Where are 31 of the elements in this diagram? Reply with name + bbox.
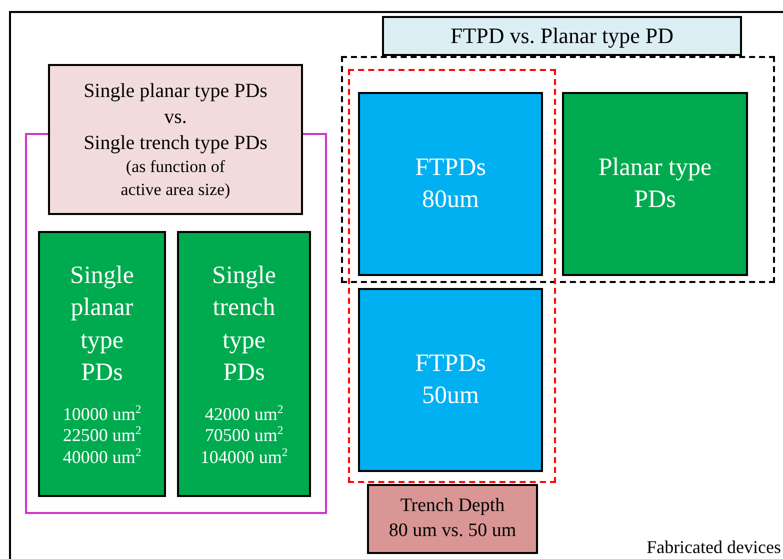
device-title: Single planar type PDs <box>69 260 135 388</box>
heading-text: FTPD vs. Planar type PD <box>449 22 675 50</box>
device-box <box>358 288 543 472</box>
group-outline <box>348 69 556 483</box>
area-value: 42000 um$^{2}$ <box>204 404 284 426</box>
area-value: 22500 um$^{2}$ <box>62 425 142 447</box>
device-box <box>38 231 166 497</box>
device-box <box>177 231 311 497</box>
area-value: 10000 um$^{2}$ <box>62 404 142 426</box>
comparison-text: 80 um vs. 50 um <box>388 519 518 543</box>
device-title: FTPDs 80um <box>414 152 487 215</box>
frame-outline <box>9 11 783 559</box>
area-value: 40000 um$^{2}$ <box>62 446 142 468</box>
device-title: Planar type PDs <box>597 152 713 215</box>
area-value: 104000 um$^{2}$ <box>200 446 288 468</box>
group-outline <box>25 133 327 514</box>
device-box <box>562 92 748 276</box>
area-value: 70500 um$^{2}$ <box>204 425 284 447</box>
note-text: (as function of active area size) <box>120 156 232 200</box>
device-title: FTPDs 50um <box>414 348 487 411</box>
device-box <box>358 92 543 276</box>
comparison-box <box>367 484 538 554</box>
heading-text: Single planar type PDs <box>82 79 268 104</box>
frame-title: Fabricated devices <box>646 537 781 558</box>
heading-box <box>48 64 303 215</box>
heading-box <box>382 16 742 56</box>
comparison-text: Trench Depth <box>399 494 506 518</box>
group-outline <box>341 56 775 283</box>
heading-text: vs. <box>163 105 188 130</box>
heading-text: Single trench type PDs <box>82 131 268 156</box>
device-title: Single trench type PDs <box>211 260 277 388</box>
